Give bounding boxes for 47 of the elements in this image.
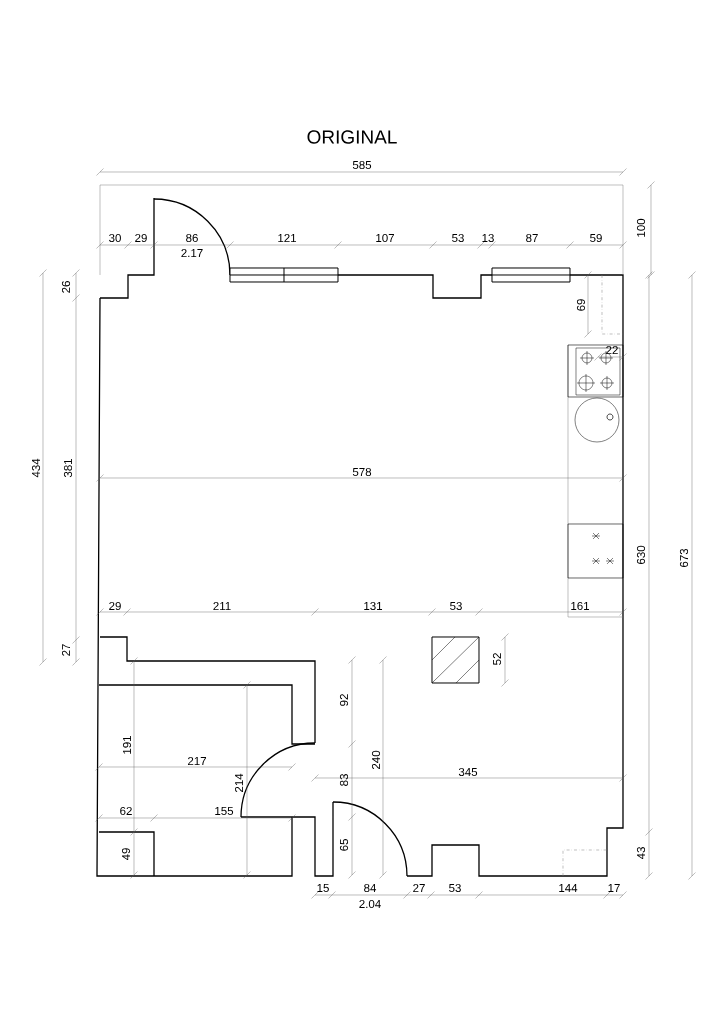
title: ORIGINAL: [307, 130, 397, 144]
dimension-label: 84: [364, 883, 377, 893]
dimension-label: 29: [109, 601, 121, 611]
dimension-label: 13: [482, 233, 494, 243]
dimension-label: 345: [458, 767, 478, 777]
dimension-label: 30: [109, 233, 121, 243]
dimension-label: 59: [590, 233, 602, 243]
dimension-label: 161: [571, 601, 589, 611]
dimension-label: 52: [492, 653, 502, 665]
dimension-label: 211: [213, 602, 231, 610]
dimension-label: 381: [63, 458, 73, 478]
dimension-label: 2.04: [359, 899, 381, 909]
dimension-label: 131: [364, 601, 382, 611]
dimension-label: 191: [122, 735, 132, 754]
dimension-label: 144: [559, 884, 578, 892]
dimension-label: 673: [679, 548, 689, 567]
dimension-label: 22: [606, 346, 618, 354]
dimension-label: 29: [135, 233, 147, 243]
dimension-label: 86: [186, 233, 198, 243]
dimension-label: 17: [608, 884, 620, 892]
dimension-label: 2.17: [181, 249, 203, 257]
dimension-label: 87: [526, 233, 538, 243]
dimension-label: 49: [121, 848, 131, 861]
dimension-label: 585: [352, 160, 372, 170]
dimension-label: 83: [339, 774, 349, 786]
dimension-label: 69: [576, 299, 586, 311]
dimension-label: 15: [317, 884, 329, 892]
dimension-label: 217: [188, 757, 206, 765]
dimension-label: 53: [450, 601, 462, 611]
dimension-label: 578: [352, 467, 372, 477]
dimension-label: 240: [371, 750, 381, 769]
dimension-label: 121: [278, 234, 297, 242]
dimension-label: 26: [61, 281, 71, 293]
dimension-label: 100: [636, 218, 646, 237]
dimension-label: 43: [636, 847, 646, 860]
dimension-label: 27: [413, 884, 425, 892]
dimension-label: 62: [120, 806, 132, 816]
dimension-label: 434: [31, 458, 41, 478]
dimension-label: 630: [636, 545, 646, 564]
dimension-label: 92: [339, 694, 349, 706]
dimension-label: 27: [62, 644, 70, 656]
dimension-label: 65: [339, 839, 349, 851]
dimension-label: 53: [452, 233, 464, 243]
dimension-label: 107: [376, 233, 394, 243]
dimension-label: 214: [235, 773, 243, 792]
dimension-label: 53: [449, 883, 461, 893]
dimension-label: 155: [215, 807, 234, 815]
